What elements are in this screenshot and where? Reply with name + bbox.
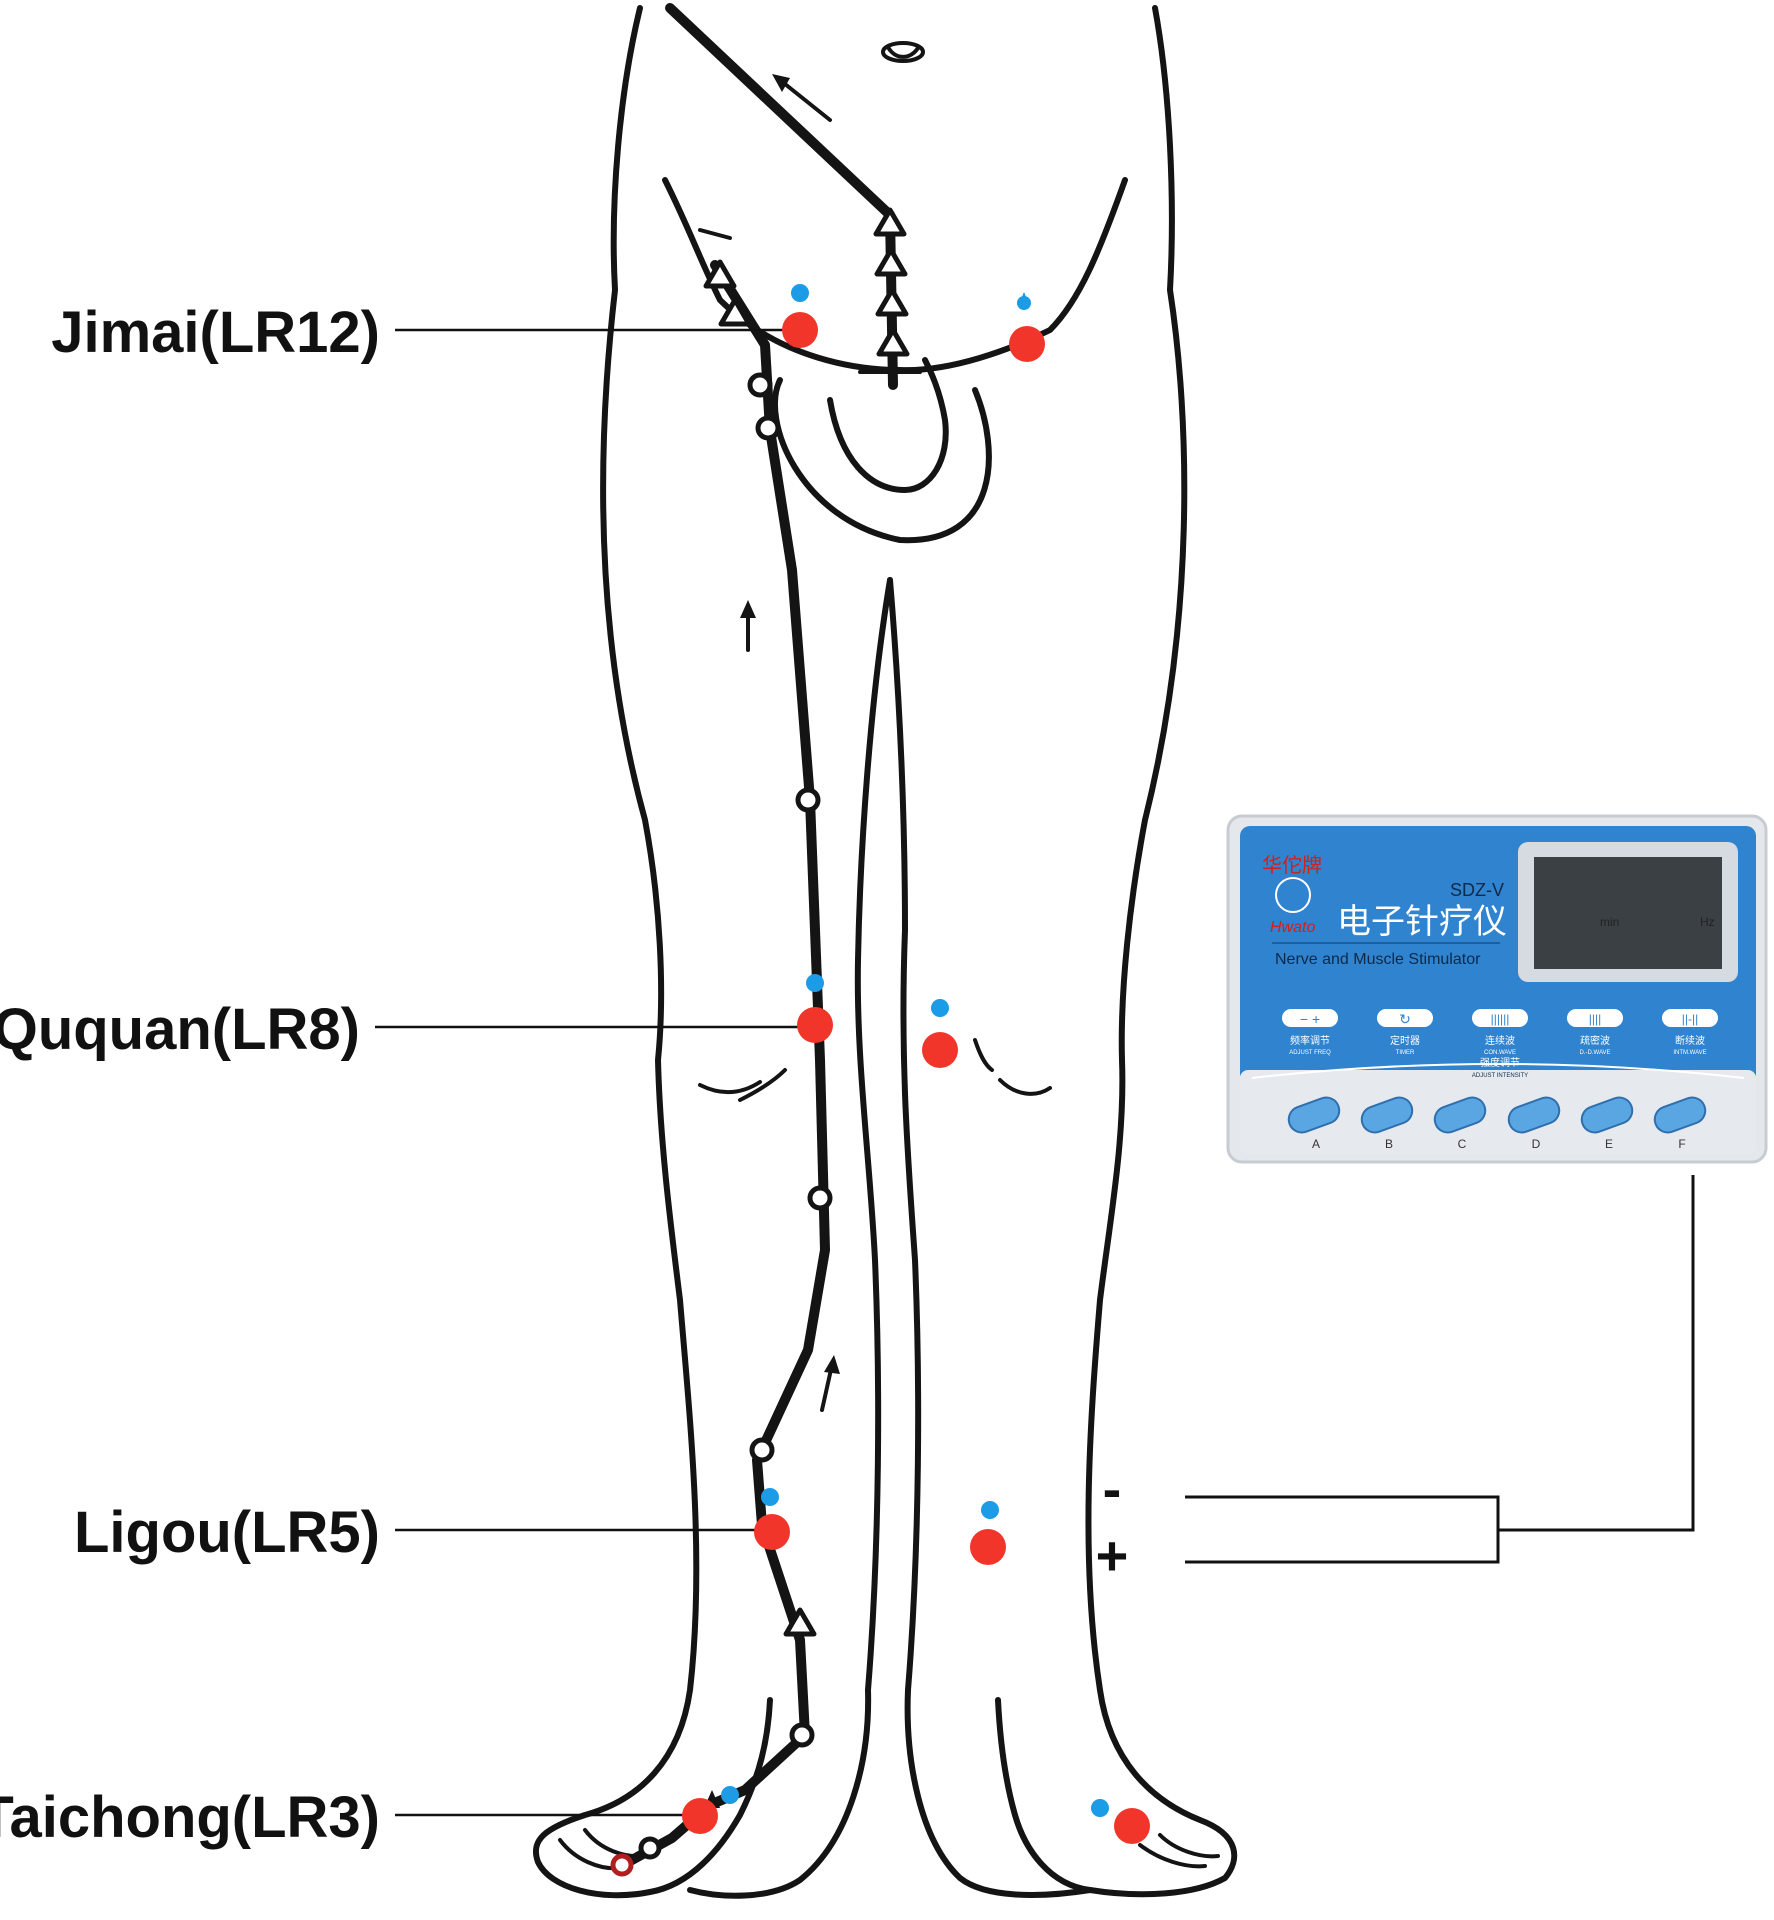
button-intm-wave[interactable]: ||-|| 断续波 INTM.WAVE	[1662, 1009, 1718, 1056]
label-ququan: Ququan(LR8)	[0, 997, 360, 1062]
knob-b[interactable]: B	[1358, 1094, 1416, 1151]
button-timer[interactable]: ↻ 定时器 TIMER	[1377, 1009, 1433, 1056]
electrode-blue-ligou-left	[761, 1488, 779, 1506]
electrode-red-jimai-right	[1009, 326, 1045, 362]
channel-label-a: A	[1312, 1137, 1320, 1151]
button-adjust-freq[interactable]: − + 频率调节 ADJUST FREQ	[1282, 1009, 1338, 1056]
electrode-blue-ququan-right	[931, 999, 949, 1017]
button-con-en: CON.WAVE	[1484, 1050, 1516, 1056]
timer-icon: ↻	[1399, 1011, 1411, 1027]
lcd-unit-hz: Hz	[1700, 915, 1715, 929]
knob-a[interactable]: A	[1285, 1094, 1343, 1151]
stimulator-device: 华佗牌 Hwato SDZ-V 电子针疗仪 Nerve and Muscle S…	[1226, 814, 1768, 1164]
intensity-label-cn: 强度调节	[1480, 1056, 1520, 1069]
button-dd-wave[interactable]: |||| 疏密波 D.-D.WAVE	[1567, 1009, 1623, 1056]
button-con-cn: 连续波	[1485, 1034, 1515, 1047]
lcd-screen	[1534, 857, 1722, 969]
electrode-red-jimai-left	[782, 312, 818, 348]
control-buttons: − + 频率调节 ADJUST FREQ ↻ 定时器 TIMER |||||| …	[1282, 1009, 1718, 1056]
electrode-red-ququan-right	[922, 1032, 958, 1068]
channel-label-b: B	[1385, 1137, 1393, 1151]
electrode-red-taichong-left	[682, 1798, 718, 1834]
intensity-label-en: ADJUST INTENSITY	[1472, 1073, 1528, 1079]
button-intm-cn: 断续波	[1675, 1034, 1705, 1047]
channel-label-f: F	[1678, 1137, 1685, 1151]
device-title-chinese: 电子针疗仪	[1337, 903, 1507, 941]
label-jimai: Jimai(LR12)	[51, 300, 380, 365]
button-timer-en: TIMER	[1396, 1050, 1415, 1056]
knob-f[interactable]: F	[1651, 1094, 1709, 1151]
electrode-red-taichong-right	[1114, 1808, 1150, 1844]
electrode-blue-taichong-right	[1091, 1799, 1109, 1817]
button-timer-cn: 定时器	[1390, 1034, 1420, 1047]
channel-label-e: E	[1605, 1137, 1613, 1151]
dd-wave-icon: ||||	[1589, 1012, 1601, 1026]
electrode-blue-taichong-left	[721, 1786, 739, 1804]
electrodes	[682, 284, 1150, 1844]
brand-logo: Hwato	[1270, 919, 1315, 936]
channel-label-c: C	[1458, 1137, 1467, 1151]
body-outline	[532, 5, 1238, 1899]
electrode-red-ligou-right	[970, 1529, 1006, 1565]
intensity-knobs: A B C D E F	[1285, 1094, 1709, 1151]
con-wave-icon: ||||||	[1491, 1012, 1510, 1026]
button-freq-en: ADJUST FREQ	[1289, 1050, 1331, 1056]
knob-e[interactable]: E	[1578, 1094, 1636, 1151]
label-ligou: Ligou(LR5)	[74, 1500, 380, 1565]
negative-sign: -	[1103, 1457, 1122, 1520]
electrode-red-ququan-left	[797, 1007, 833, 1043]
button-freq-cn: 频率调节	[1290, 1034, 1330, 1047]
point-labels: Jimai(LR12) Ququan(LR8) Ligou(LR5) Taich…	[0, 300, 380, 1850]
button-intm-en: INTM.WAVE	[1673, 1050, 1706, 1056]
knob-c[interactable]: C	[1431, 1094, 1489, 1151]
electrode-blue-ligou-right	[981, 1501, 999, 1519]
model-number: SDZ-V	[1450, 880, 1504, 900]
button-con-wave[interactable]: |||||| 连续波 CON.WAVE	[1472, 1009, 1528, 1056]
button-dd-cn: 疏密波	[1580, 1034, 1610, 1047]
button-freq-symbol: − +	[1300, 1011, 1320, 1027]
channel-label-d: D	[1532, 1137, 1541, 1151]
electrode-blue-jimai-left	[791, 284, 809, 302]
brand-chinese: 华佗牌	[1262, 854, 1322, 877]
button-dd-en: D.-D.WAVE	[1580, 1050, 1611, 1056]
electrode-red-ligou-left	[754, 1514, 790, 1550]
intm-wave-icon: ||-||	[1682, 1012, 1698, 1026]
leader-lines	[375, 328, 815, 1817]
wiring: - +	[1096, 1175, 1695, 1587]
electrode-blue-ququan-left	[806, 974, 824, 992]
brand-logo-icon	[1275, 877, 1311, 913]
positive-sign: +	[1096, 1524, 1129, 1587]
device-title-english: Nerve and Muscle Stimulator	[1275, 951, 1481, 968]
knob-d[interactable]: D	[1505, 1094, 1563, 1151]
label-taichong: Taichong(LR3)	[0, 1785, 380, 1850]
lcd-unit-min: min	[1600, 915, 1619, 929]
